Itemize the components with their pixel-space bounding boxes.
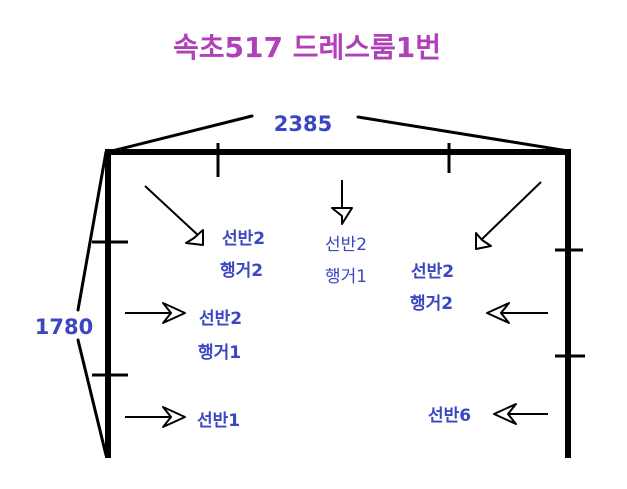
left-lower-shelf-label: 선반1	[197, 411, 240, 431]
width-dim-line-right	[356, 115, 570, 153]
arrow-right-upper	[475, 181, 542, 250]
left-upper-hanger-label: 행거2	[220, 261, 263, 281]
left-middle-shelf-label: 선반2	[199, 309, 242, 329]
arrow-right-middle	[486, 302, 548, 324]
arrow-left-lower	[125, 406, 186, 428]
arrow-left-upper	[144, 185, 204, 246]
room-frame	[105, 149, 571, 458]
center-hanger-label: 행거1	[325, 267, 367, 287]
height-dim-line-top	[76, 150, 108, 312]
right-lower-shelf-label: 선반6	[428, 406, 471, 426]
center-shelf-label: 선반2	[325, 235, 367, 255]
right-upper-hanger-label: 행거2	[410, 294, 453, 314]
arrow-center-down	[331, 180, 353, 225]
diagram-title: 속초517 드레스룸1번	[173, 31, 441, 64]
arrow-left-middle	[125, 302, 186, 324]
width-dim-line-left	[106, 114, 254, 154]
height-dim-line-bottom	[76, 338, 108, 457]
height-dimension: 1780	[35, 315, 93, 339]
right-upper-shelf-label: 선반2	[411, 262, 454, 282]
arrow-right-lower	[493, 403, 548, 425]
left-middle-hanger-label: 행거1	[198, 343, 241, 363]
width-dimension: 2385	[274, 112, 332, 136]
left-upper-shelf-label: 선반2	[222, 229, 265, 249]
